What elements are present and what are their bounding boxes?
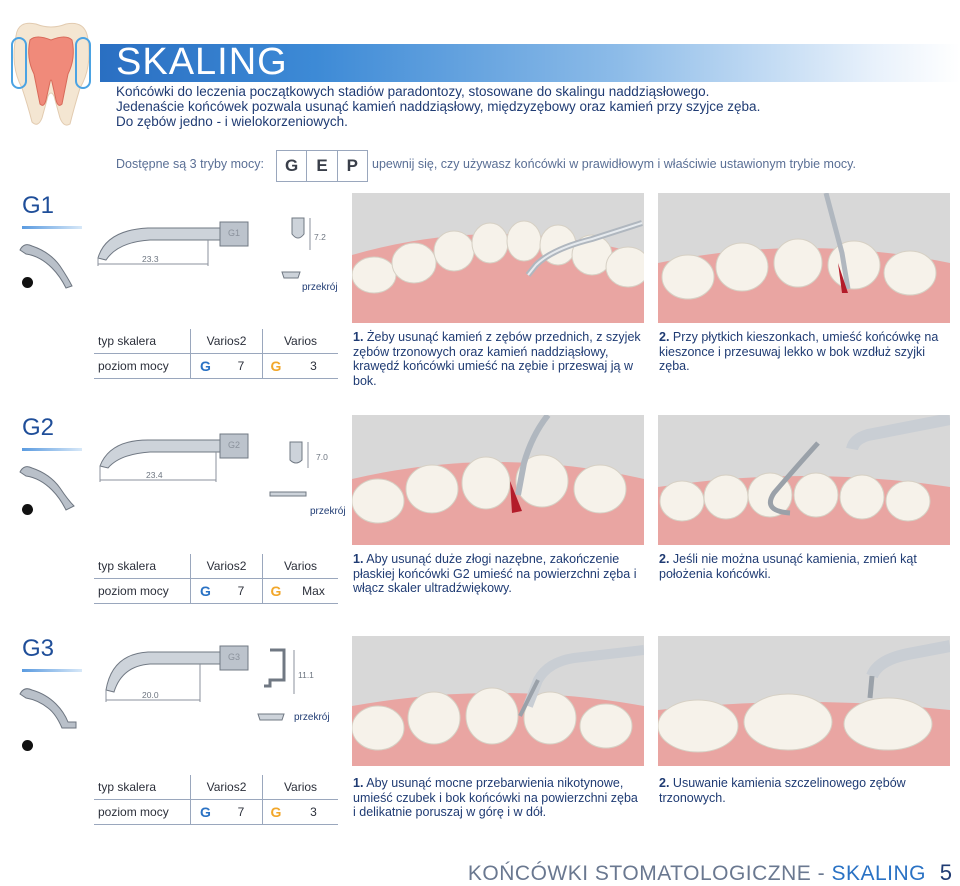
procedure-photo [658, 636, 950, 766]
step-text: Przy płytkich kieszonkach, umieść końców… [659, 330, 939, 373]
power-level-b: Max [289, 578, 338, 604]
power-mode-a: G [190, 799, 220, 825]
tip-code-label: G1 [22, 192, 55, 219]
power-level-a: 7 [220, 578, 263, 604]
tip-side-view-image [19, 688, 77, 729]
tip-dimension-drawing: G3 20.0 11.1 przekrój [105, 645, 330, 723]
tip-depth-value: 7.2 [314, 232, 326, 242]
intro-line: Do zębów jedno - i wielokorzeniowych. [116, 114, 348, 129]
power-level-label: poziom mocy [94, 353, 191, 379]
tip-length-value: 20.0 [142, 690, 159, 700]
tip-length-value: 23.3 [142, 254, 159, 264]
procedure-step: 2. Przy płytkich kieszonkach, umieść koń… [659, 330, 949, 374]
power-level-a: 7 [220, 353, 263, 379]
procedure-step: 2. Jeśli nie można usunąć kamienia, zmie… [659, 552, 949, 581]
tip-dimension-drawing: G1 23.3 7.2 przekrój [97, 217, 338, 293]
footer-accent: SKALING [831, 862, 926, 885]
footer-main: KOŃCÓWKI STOMATOLOGICZNE - [467, 862, 832, 885]
scaler-type-label: typ skalera [94, 775, 191, 800]
scaler-b-header: Varios [262, 775, 338, 800]
cross-section-label: przekrój [310, 506, 346, 517]
power-level-b: 3 [289, 799, 338, 825]
footer-title: KOŃCÓWKI STOMATOLOGICZNE - SKALING [468, 862, 926, 886]
tip-code-label: G3 [22, 635, 55, 662]
tip-code-engraving: G3 [228, 652, 240, 662]
tip-side-view-image [19, 466, 75, 511]
tip-length-value: 23.4 [146, 470, 163, 480]
step-text: Aby usunąć duże złogi nazębne, zakończen… [353, 552, 637, 595]
step-text: Jeśli nie można usunąć kamienia, zmień k… [659, 552, 917, 581]
scaler-b-header: Varios [262, 329, 338, 354]
procedure-photo [352, 193, 644, 323]
mode-e: E [307, 151, 338, 181]
spec-table: typ skalera Varios2 Varios poziom mocy G… [94, 554, 338, 604]
step-text: Usuwanie kamienia szczelinowego zębów tr… [659, 776, 906, 805]
step-number: 2. [659, 552, 670, 566]
title-band [100, 44, 960, 82]
mode-g: G [277, 151, 308, 181]
intro-line: Jedenaście końcówek pozwala usunąć kamie… [116, 99, 761, 114]
mode-p: P [346, 156, 358, 175]
tip-underline [22, 669, 82, 672]
power-modes-note: upewnij się, czy używasz końcówki w praw… [372, 157, 856, 171]
power-modes-box: G E P [276, 150, 368, 182]
scaler-type-label: typ skalera [94, 554, 191, 579]
power-level-a: 7 [220, 799, 263, 825]
step-number: 1. [353, 552, 364, 566]
power-mode-b: G [262, 353, 289, 379]
tip-marker-dot [22, 504, 33, 515]
tip-code-engraving: G1 [228, 228, 240, 238]
tooth-cross-section-image [11, 22, 91, 126]
power-mode-b: G [262, 799, 289, 825]
step-text: Żeby usunąć kamień z zębów przednich, z … [353, 330, 641, 388]
power-mode-a: G [190, 578, 220, 604]
tip-dimension-drawing: G2 23.4 7.0 przekrój [99, 433, 346, 517]
intro-text: Końcówki do leczenia początkowych stadió… [116, 84, 936, 129]
tip-code-engraving: G2 [228, 440, 240, 450]
step-text: Aby usunąć mocne przebarwienia nikotynow… [353, 776, 638, 819]
page-title: SKALING [116, 41, 288, 83]
cross-section-label: przekrój [302, 282, 338, 293]
scaler-b-header: Varios [262, 554, 338, 579]
page-number: 5 [939, 860, 952, 885]
procedure-step: 1. Żeby usunąć kamień z zębów przednich,… [353, 330, 643, 388]
spec-table: typ skalera Varios2 Varios poziom mocy G… [94, 329, 338, 379]
procedure-photo [352, 415, 644, 545]
scaler-a-header: Varios2 [190, 329, 263, 354]
procedure-photo [352, 636, 644, 766]
step-number: 1. [353, 776, 364, 790]
power-level-label: poziom mocy [94, 799, 191, 825]
intro-line: Końcówki do leczenia początkowych stadió… [116, 84, 710, 99]
scaler-a-header: Varios2 [190, 554, 263, 579]
tip-marker-dot [22, 277, 33, 288]
step-number: 1. [353, 330, 364, 344]
tip-underline [22, 226, 82, 229]
tip-depth-value: 7.0 [316, 452, 328, 462]
step-number: 2. [659, 330, 670, 344]
tip-marker-dot [22, 740, 33, 751]
tip-side-view-image [19, 244, 73, 289]
power-modes-label: Dostępne są 3 tryby mocy: [116, 157, 264, 171]
tip-depth-value: 11.1 [298, 670, 314, 680]
procedure-step: 2. Usuwanie kamienia szczelinowego zębów… [659, 776, 949, 805]
procedure-step: 1. Aby usunąć duże złogi nazębne, zakońc… [353, 552, 643, 596]
power-level-label: poziom mocy [94, 578, 191, 604]
power-mode-b: G [262, 578, 289, 604]
spec-table: typ skalera Varios2 Varios poziom mocy G… [94, 775, 338, 825]
power-mode-a: G [190, 353, 220, 379]
procedure-photo [658, 193, 950, 323]
tip-underline [22, 448, 82, 451]
cross-section-label: przekrój [294, 712, 330, 723]
procedure-photo [658, 415, 950, 545]
step-number: 2. [659, 776, 670, 790]
power-level-b: 3 [289, 353, 338, 379]
scaler-type-label: typ skalera [94, 329, 191, 354]
tip-code-label: G2 [22, 414, 55, 441]
scaler-a-header: Varios2 [190, 775, 263, 800]
procedure-step: 1. Aby usunąć mocne przebarwienia nikoty… [353, 776, 643, 820]
